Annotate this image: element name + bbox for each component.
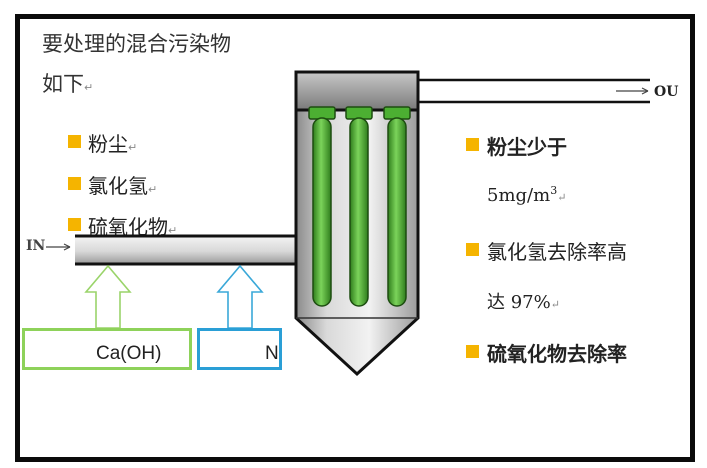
filter-bag-2 bbox=[345, 106, 373, 307]
right-item-2: 氯化氢去除率高 bbox=[487, 240, 627, 264]
right-bullet-3 bbox=[466, 345, 479, 358]
paragraph-mark: ↵ bbox=[557, 191, 567, 204]
outlet-label: OU bbox=[654, 84, 679, 100]
inlet-arrow bbox=[46, 243, 71, 251]
outlet-pipe bbox=[418, 78, 650, 104]
title-line-1: 要处理的混合污染物 bbox=[42, 32, 231, 56]
right-bullet-1 bbox=[466, 138, 479, 151]
inlet-pipe bbox=[75, 234, 300, 266]
right-item-1-sup: 3 bbox=[550, 184, 558, 197]
inlet-label: IN bbox=[26, 238, 46, 254]
injection-arrow-2 bbox=[216, 264, 264, 329]
left-bullet-2 bbox=[68, 177, 81, 190]
right-item-1-value-text: 5mg/m bbox=[487, 185, 551, 206]
left-bullet-3 bbox=[68, 218, 81, 231]
paragraph-mark: ↵ bbox=[550, 298, 560, 311]
reagent-box-2-label: N bbox=[265, 343, 279, 364]
reagent-box-1 bbox=[22, 328, 192, 370]
paragraph-mark: ↵ bbox=[84, 81, 94, 94]
paragraph-mark: ↵ bbox=[128, 141, 138, 154]
reagent-box-2 bbox=[197, 328, 282, 370]
paragraph-mark: ↵ bbox=[168, 224, 178, 237]
left-item-1: 粉尘↵ bbox=[88, 128, 137, 157]
right-item-2-value: 达 97%↵ bbox=[487, 288, 560, 314]
right-bullet-2 bbox=[466, 243, 479, 256]
left-bullet-1 bbox=[68, 135, 81, 148]
right-item-2-value-text: 达 97% bbox=[487, 292, 551, 313]
paragraph-mark: ↵ bbox=[148, 183, 158, 196]
right-item-1: 粉尘少于 bbox=[487, 135, 567, 159]
diagram-frame bbox=[15, 14, 695, 462]
left-item-2: 氯化氢↵ bbox=[88, 170, 157, 199]
left-item-1-text: 粉尘 bbox=[88, 132, 128, 156]
outlet-arrow bbox=[616, 87, 649, 95]
filter-bags bbox=[308, 106, 411, 307]
right-item-3: 硫氧化物去除率 bbox=[487, 342, 627, 366]
left-item-2-text: 氯化氢 bbox=[88, 174, 148, 198]
title-line-2-text: 如下 bbox=[42, 72, 84, 96]
filter-bag-1 bbox=[308, 106, 336, 307]
filter-bag-3 bbox=[383, 106, 411, 307]
reagent-box-1-label: Ca(OH) bbox=[96, 343, 162, 364]
right-item-1-value: 5mg/m3↵ bbox=[487, 184, 566, 206]
injection-arrow-1 bbox=[84, 264, 132, 329]
title-line-2: 如下↵ bbox=[42, 68, 93, 98]
